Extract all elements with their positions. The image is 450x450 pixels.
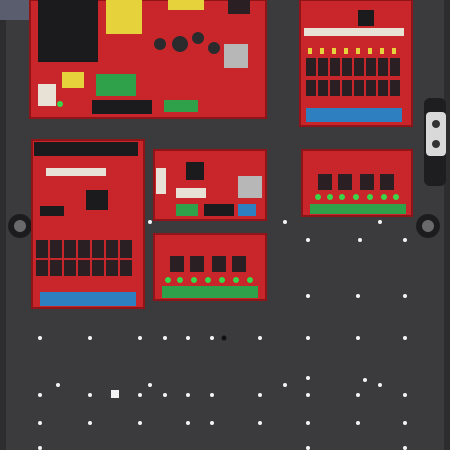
cam-lock-icon <box>424 98 446 186</box>
backplate-right-edge <box>444 0 450 450</box>
dark-hole <box>221 335 227 341</box>
relay-board-left <box>31 139 145 309</box>
relay-board-top-right <box>299 0 413 127</box>
power-supply-board <box>29 0 267 119</box>
small-relay-board-bottom <box>153 233 267 301</box>
backplate-left-edge <box>0 0 6 450</box>
controller-board <box>153 149 267 221</box>
mounting-holes <box>38 220 407 450</box>
small-relay-board-right <box>301 149 413 217</box>
corner-bracket <box>0 0 32 20</box>
mounting-hole-icon <box>8 214 440 238</box>
